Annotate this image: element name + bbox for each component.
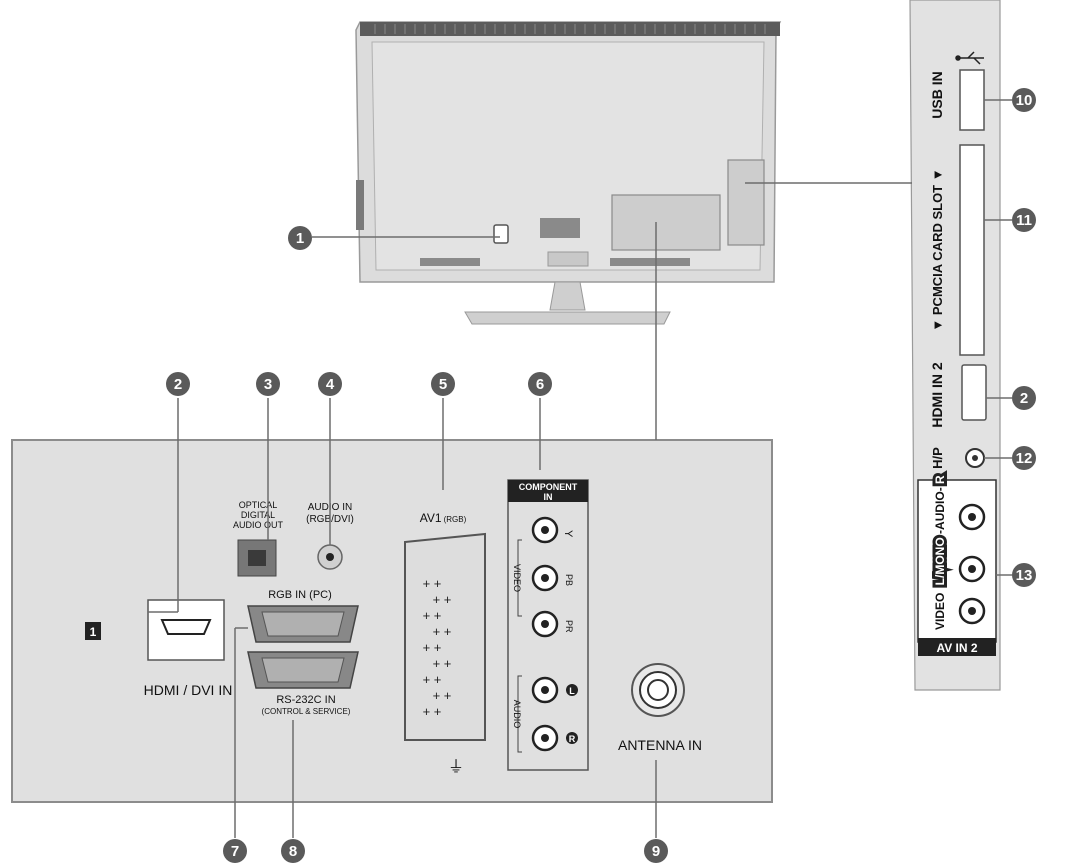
svg-text:AV1(RGB): AV1(RGB) <box>420 511 467 525</box>
jack-r-label: R <box>569 734 576 744</box>
badge-1-label: 1 <box>90 625 97 639</box>
optical-label-3: AUDIO OUT <box>233 520 284 530</box>
hdmi-dvi-port <box>147 599 225 661</box>
video-group-label: VIDEO <box>512 564 522 592</box>
usb-port <box>959 69 985 131</box>
side-panel: ∩ AV IN 2 USB IN ▼ PCMCIA CARD SLOT ▼ HD… <box>909 0 1001 691</box>
component-label-1: COMPONENT <box>519 482 578 492</box>
callout-1: 1 <box>288 226 312 250</box>
callout-3: 3 <box>256 372 280 396</box>
rs232-label-1: RS-232C IN <box>276 694 335 706</box>
callout-8: 8 <box>281 839 305 863</box>
svg-text:2: 2 <box>174 376 182 393</box>
svg-text:+ +: + + <box>423 576 442 591</box>
svg-text:5: 5 <box>439 376 447 393</box>
usb-icon <box>955 51 984 65</box>
side-audio-label: -AUDIO- <box>933 487 947 534</box>
svg-text:+ +: + + <box>423 672 442 687</box>
usb-in-label: USB IN <box>929 71 945 118</box>
av1-scart-port <box>404 532 486 741</box>
av-in-2-box <box>917 479 997 643</box>
av1-label: AV1 <box>420 511 442 525</box>
svg-text:VIDEO L/MONO -: VIDEO L/MONO -AUDIO- R <box>933 475 947 630</box>
svg-text:+ +: + + <box>423 640 442 655</box>
svg-text:+ +: + + <box>433 624 452 639</box>
hdmi-in-2-port <box>961 364 987 421</box>
badge-1 <box>85 622 101 640</box>
svg-text:11: 11 <box>1016 212 1032 229</box>
optical-label-2: DIGITAL <box>241 510 275 520</box>
callouts: 1 2 3 4 5 6 7 8 9 10 11 2 12 13 <box>166 88 1036 863</box>
component-label-2: IN <box>544 492 553 502</box>
svg-text:8: 8 <box>289 843 297 860</box>
svg-text:+ +: + + <box>423 704 442 719</box>
hp-label: H/P <box>930 447 945 469</box>
svg-text:6: 6 <box>536 376 544 393</box>
callout-11: 11 <box>1012 208 1036 232</box>
svg-text:12: 12 <box>1016 450 1033 467</box>
av-in-2-label: AV IN 2 <box>936 641 977 655</box>
svg-text:+ +: + + <box>433 592 452 607</box>
svg-text:3: 3 <box>264 376 272 393</box>
svg-text:10: 10 <box>1016 92 1033 109</box>
svg-text:7: 7 <box>231 843 239 860</box>
jack-pr-label: PR <box>564 620 574 633</box>
callout-12: 12 <box>1012 446 1036 470</box>
callout-5: 5 <box>431 372 455 396</box>
svg-text:13: 13 <box>1016 567 1033 584</box>
av1-sub-label: (RGB) <box>444 515 467 524</box>
optical-label-1: OPTICAL <box>239 500 278 510</box>
rear-terminal-panel: 1 HDMI / DVI IN OPTICAL DIGITAL AUDIO OU… <box>11 439 773 803</box>
jack-l-label: L <box>569 686 575 696</box>
tv-rear-view <box>355 21 782 325</box>
callout-10: 10 <box>1012 88 1036 112</box>
side-r-label: R <box>933 475 947 484</box>
side-video-label: VIDEO <box>933 593 947 630</box>
svg-text:+ +: + + <box>433 688 452 703</box>
rgb-in-label: RGB IN (PC) <box>268 589 332 601</box>
svg-text:4: 4 <box>326 376 335 393</box>
svg-text:2: 2 <box>1020 390 1028 407</box>
callout-2-side: 2 <box>1012 386 1036 410</box>
jack-pb-label: PB <box>564 574 574 586</box>
svg-text:+ +: + + <box>423 608 442 623</box>
hdmi-in-2-label: HDMI IN 2 <box>929 362 945 428</box>
component-jacks <box>531 516 559 752</box>
svg-text:+ +: + + <box>433 656 452 671</box>
pcmcia-label: ▼ PCMCIA CARD SLOT ▼ <box>930 168 945 331</box>
scart-ground-icon: ⏚ <box>448 758 464 776</box>
leader-lines <box>148 99 1012 838</box>
callout-13: 13 <box>1012 563 1036 587</box>
antenna-in-label: ANTENNA IN <box>618 737 702 753</box>
svg-text:1: 1 <box>296 230 304 247</box>
pcmcia-slot <box>959 144 985 356</box>
callout-6: 6 <box>528 372 552 396</box>
callout-4: 4 <box>318 372 342 396</box>
callout-7: 7 <box>223 839 247 863</box>
audio-group-label: AUDIO <box>512 700 522 729</box>
hdmi-dvi-in-label: HDMI / DVI IN <box>144 682 233 698</box>
rs232-label-2: (CONTROL & SERVICE) <box>262 707 351 716</box>
svg-text:9: 9 <box>652 843 660 860</box>
jack-y-label: Y <box>562 530 574 538</box>
side-lmono-label: L/MONO <box>933 537 947 585</box>
callout-9: 9 <box>644 839 668 863</box>
callout-2: 2 <box>166 372 190 396</box>
